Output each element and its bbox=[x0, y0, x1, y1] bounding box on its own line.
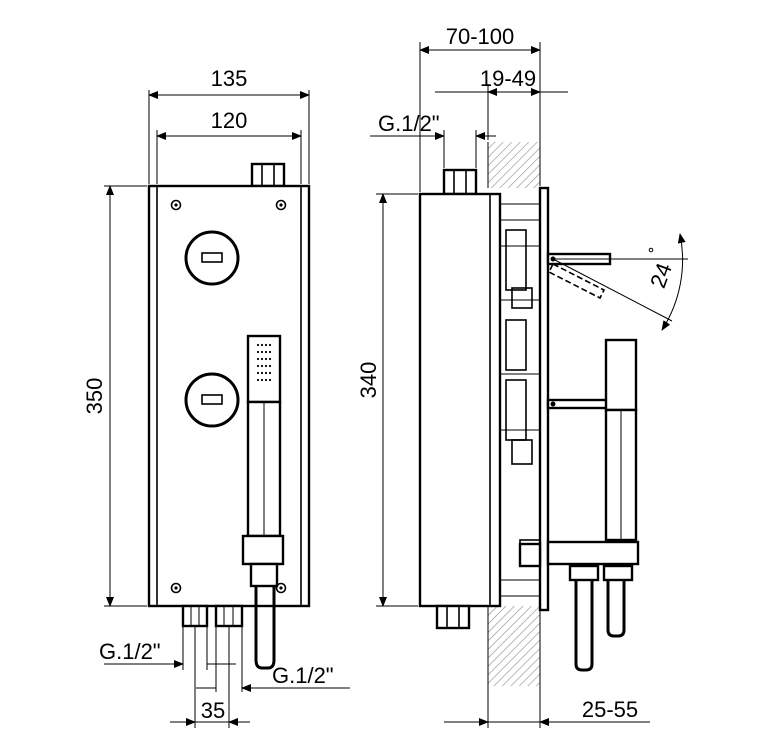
shower-nozzle-dots bbox=[256, 343, 272, 382]
svg-text:G.1/2": G.1/2" bbox=[272, 663, 334, 688]
wall-hatch-bottom bbox=[488, 606, 540, 686]
side-bottom-connector bbox=[435, 604, 471, 630]
svg-text:G.1/2": G.1/2" bbox=[378, 111, 440, 136]
side-hand-shower-icon bbox=[518, 338, 640, 568]
dim-front-width-inner: 120 bbox=[156, 108, 302, 184]
dim-side-top-thread: G.1/2" bbox=[370, 111, 496, 168]
dim-bottom-left-thread: G.1/2" bbox=[99, 626, 236, 670]
svg-text:340: 340 bbox=[356, 362, 381, 399]
side-lower-lever bbox=[546, 398, 614, 410]
dim-bottom-right-thread: G.1/2" bbox=[196, 626, 350, 692]
wall-hatch-top bbox=[488, 142, 540, 188]
bottom-inlet-left bbox=[181, 604, 209, 628]
dim-side-height: 340 bbox=[356, 193, 418, 607]
svg-text:24: 24 bbox=[645, 260, 677, 292]
dim-side-bottom-depth: 25-55 bbox=[444, 610, 650, 728]
front-top-connector bbox=[250, 162, 286, 188]
side-internal-mechanism bbox=[499, 203, 541, 597]
side-front-plate bbox=[538, 186, 550, 612]
svg-text:35: 35 bbox=[201, 698, 225, 723]
dim-bottom-spacing: 35 bbox=[170, 626, 250, 728]
lower-control-knob-icon bbox=[184, 372, 240, 428]
dim-front-width-outer: 135 bbox=[148, 66, 310, 184]
svg-text:135: 135 bbox=[211, 66, 248, 91]
svg-text:G.1/2": G.1/2" bbox=[99, 639, 161, 664]
front-view: 135 120 350 G.1/2" bbox=[82, 66, 350, 728]
bottom-inlet-right bbox=[214, 604, 244, 628]
svg-text:25-55: 25-55 bbox=[582, 697, 638, 722]
dim-side-depth-wall: 19-49 bbox=[435, 66, 568, 140]
upper-control-knob-icon bbox=[184, 230, 240, 286]
svg-text:120: 120 bbox=[211, 108, 248, 133]
side-top-connector bbox=[442, 168, 478, 196]
dim-front-height: 350 bbox=[82, 185, 147, 607]
svg-text:70-100: 70-100 bbox=[446, 24, 515, 49]
svg-text:19-49: 19-49 bbox=[480, 66, 536, 91]
side-body bbox=[418, 192, 502, 608]
svg-text:350: 350 bbox=[82, 378, 107, 415]
side-lever-icon: 24 bbox=[546, 233, 688, 331]
screw-icon bbox=[170, 199, 287, 594]
dim-side-depth-total: 70-100 bbox=[419, 24, 541, 192]
hand-shower-icon bbox=[241, 334, 285, 670]
side-view: 24 70-100 bbox=[356, 24, 688, 728]
side-hoses bbox=[568, 564, 634, 672]
